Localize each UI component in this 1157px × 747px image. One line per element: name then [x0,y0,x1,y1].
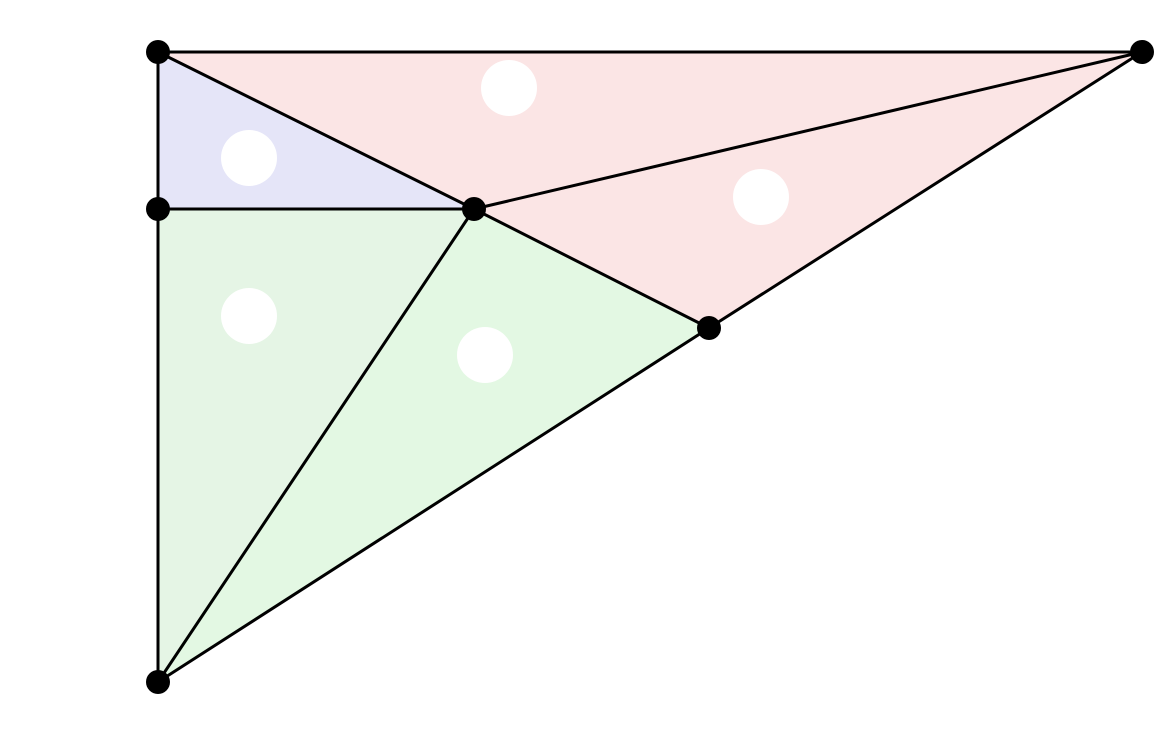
edge-b-e [707,50,1144,330]
face-right-centroid-marker [733,169,789,225]
vertex-e [697,316,721,340]
edge-b-d [472,50,1144,211]
centroid-markers-layer [221,60,789,383]
face-lower-left-centroid-marker [221,288,277,344]
face-lower-middle [158,209,709,682]
face-right [474,52,1142,328]
edge-d-f [156,207,476,684]
edge-e-f [156,326,711,684]
vertex-a [146,40,170,64]
vertex-d [462,197,486,221]
face-top-centroid-marker [481,60,537,116]
vertices-layer [146,40,1154,694]
edge-a-d [156,50,476,211]
vertex-f [146,670,170,694]
vertex-c [146,197,170,221]
face-top [158,52,1142,209]
vertex-b [1130,40,1154,64]
face-upper-left-centroid-marker [221,130,277,186]
face-lower-middle-centroid-marker [457,327,513,383]
edge-d-e [472,207,711,330]
edges-layer [156,50,1144,684]
